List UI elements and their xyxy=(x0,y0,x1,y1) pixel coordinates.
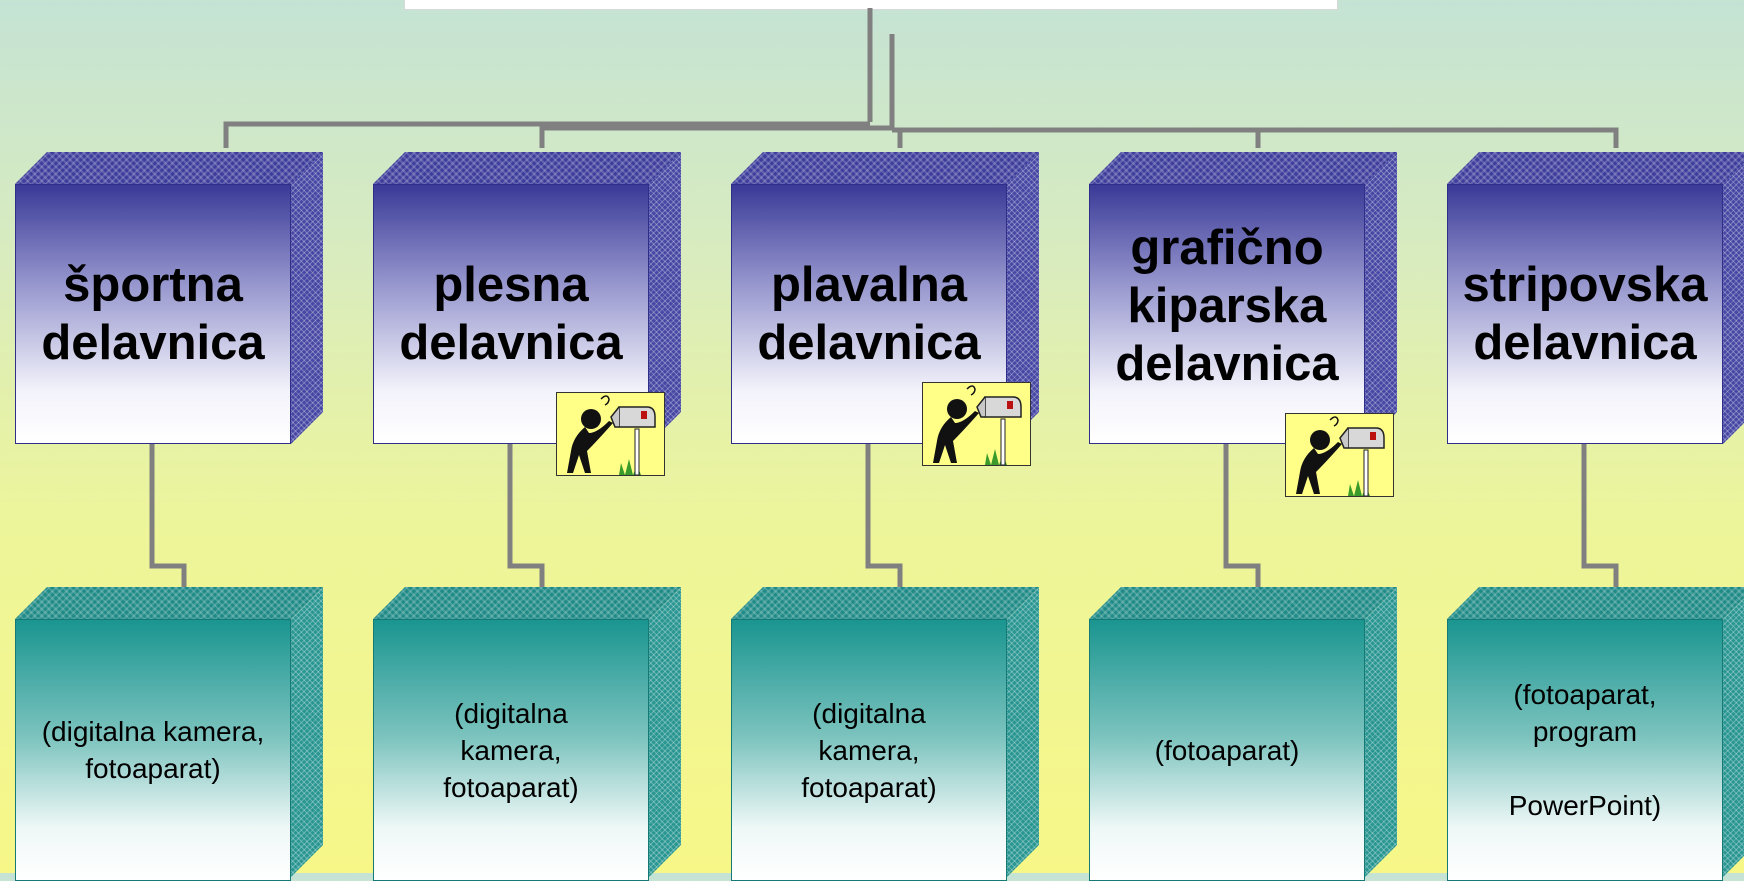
equipment-text: (digitalna kamera, fotoaparat) xyxy=(443,697,579,803)
equipment-text: (digitalna kamera, fotoaparat) xyxy=(41,716,265,784)
equipment-box-sport: (digitalna kamera, fotoaparat) xyxy=(15,587,323,881)
equipment-text: (fotoaparat, program PowerPoint) xyxy=(1508,679,1662,821)
link-line-1 xyxy=(149,442,187,588)
equipment-box-dance: (digitalna kamera, fotoaparat) xyxy=(373,587,681,881)
workshop-title: plesna delavnica xyxy=(399,258,623,370)
equipment-box-comic: (fotoaparat, program PowerPoint) xyxy=(1447,587,1744,881)
equipment-text: (digitalna kamera, fotoaparat) xyxy=(801,697,937,803)
branch-line-2 xyxy=(539,125,892,148)
branch-line-5 xyxy=(1258,127,1619,148)
link-line-5 xyxy=(1581,442,1619,588)
link-line-4 xyxy=(1223,442,1261,588)
link-line-2 xyxy=(507,442,545,588)
mailbox-figure-clipart-icon xyxy=(1285,413,1394,497)
branch-line-1 xyxy=(223,121,870,148)
link-line-3 xyxy=(865,442,903,588)
workshop-box-dance: plesna delavnica xyxy=(373,152,681,444)
workshop-box-sculpture: grafično kiparska delavnica xyxy=(1089,152,1397,444)
equipment-box-sculpture: (fotoaparat) xyxy=(1089,587,1397,881)
mailbox-figure-clipart-icon xyxy=(922,382,1031,466)
equipment-box-swimming: (digitalna kamera, fotoaparat) xyxy=(731,587,1039,881)
workshop-title: grafično kiparska delavnica xyxy=(1115,221,1339,391)
workshop-box-comic: stripovska delavnica xyxy=(1447,152,1744,444)
workshop-box-sport: športna delavnica xyxy=(15,152,323,444)
branch-line-4 xyxy=(892,127,1261,148)
workshop-title: športna delavnica xyxy=(41,258,265,370)
equipment-text: (fotoaparat) xyxy=(1154,734,1300,766)
mailbox-figure-clipart-icon xyxy=(556,392,665,476)
workshop-title: plavalna delavnica xyxy=(757,258,981,370)
workshop-title: stripovska delavnica xyxy=(1462,258,1708,370)
